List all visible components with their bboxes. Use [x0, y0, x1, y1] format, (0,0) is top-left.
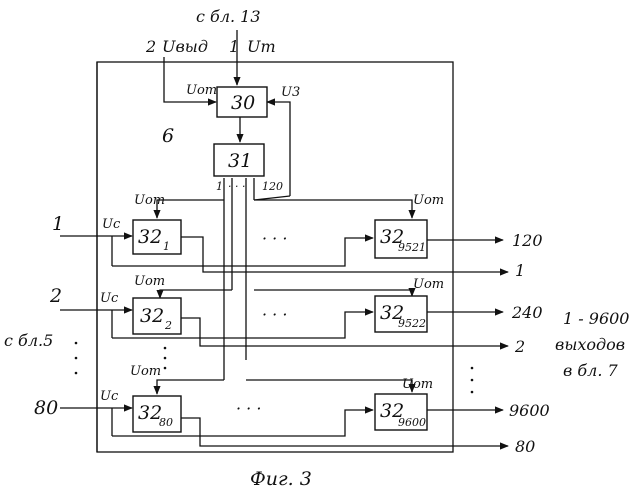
u-ot-32-1: Uот	[134, 193, 165, 208]
ellipsis-left	[75, 342, 78, 375]
input-1-label: 1	[229, 37, 239, 56]
block-31-label: 31	[228, 150, 252, 172]
block-32-1-main: 32	[138, 226, 162, 248]
input-2-label: 2	[145, 37, 156, 56]
u-ot-32-9522: Uот	[413, 277, 444, 292]
block-32-80-sub: 80	[159, 416, 173, 429]
pass-1-label: 1	[515, 261, 525, 280]
uot-line-32-80	[157, 380, 224, 394]
u-ot-32-9521: Uот	[413, 193, 444, 208]
row80-dots: · · ·	[236, 399, 261, 418]
block-30-label: 30	[231, 92, 255, 114]
output-9600-label: 9600	[509, 401, 550, 420]
source-left-label: с бл.5	[4, 331, 53, 350]
ellipsis-right	[471, 367, 474, 394]
block-32-1-sub: 1	[163, 240, 170, 253]
row1-dots: · · ·	[262, 229, 287, 248]
block-32-2-main: 32	[140, 305, 164, 327]
source-top-label: с бл. 13	[196, 7, 261, 26]
input-row2-label: 2	[49, 285, 62, 307]
u-c-row1: Uс	[102, 217, 121, 232]
b31-out-1-label: 1	[216, 180, 223, 193]
uot-line-32-2	[160, 290, 232, 298]
input-row1-label: 1	[52, 213, 64, 235]
u-t-label: Uт	[247, 37, 276, 56]
u-ot-32-80: Uот	[130, 364, 161, 379]
input-row80-label: 80	[34, 397, 58, 419]
outputs-total-line3: в бл. 7	[563, 361, 619, 380]
row2-dots: · · ·	[262, 305, 287, 324]
uot-line-32-9521	[254, 200, 412, 218]
u-c-row80: Uс	[100, 389, 119, 404]
u-vyd-label: Uвыд	[162, 37, 208, 56]
block-32-2-sub: 2	[164, 319, 172, 332]
pass-80-label: 80	[515, 437, 535, 456]
u-ot-32-9600: Uот	[402, 377, 433, 392]
output-120-label: 120	[512, 231, 543, 250]
uot-line-32-9600	[246, 380, 412, 392]
block-6-number: 6	[162, 125, 174, 147]
outputs-total-line2: выходов	[555, 335, 625, 354]
block-32-9522-sub: 9522	[398, 317, 426, 330]
output-240-label: 240	[511, 303, 543, 322]
u-ot-30-label: Uот	[186, 83, 217, 98]
u-ot-32-2: Uот	[134, 274, 165, 289]
block-32-9600-sub: 9600	[398, 416, 426, 429]
b31-out-dots-label: · · ·	[228, 180, 245, 193]
ellipsis-center	[164, 347, 167, 370]
u-z-label: U3	[281, 85, 300, 100]
block-32-9521-sub: 9521	[398, 241, 426, 254]
outputs-total-line1: 1 - 9600	[563, 309, 629, 328]
uot-line-32-9522	[254, 290, 412, 296]
pass-2-label: 2	[514, 337, 525, 356]
b31-out-120-label: 120	[262, 180, 283, 193]
u-c-row2: Uс	[100, 291, 119, 306]
uot-line-32-1	[157, 200, 224, 218]
figure-caption: Фиг. 3	[250, 468, 312, 490]
